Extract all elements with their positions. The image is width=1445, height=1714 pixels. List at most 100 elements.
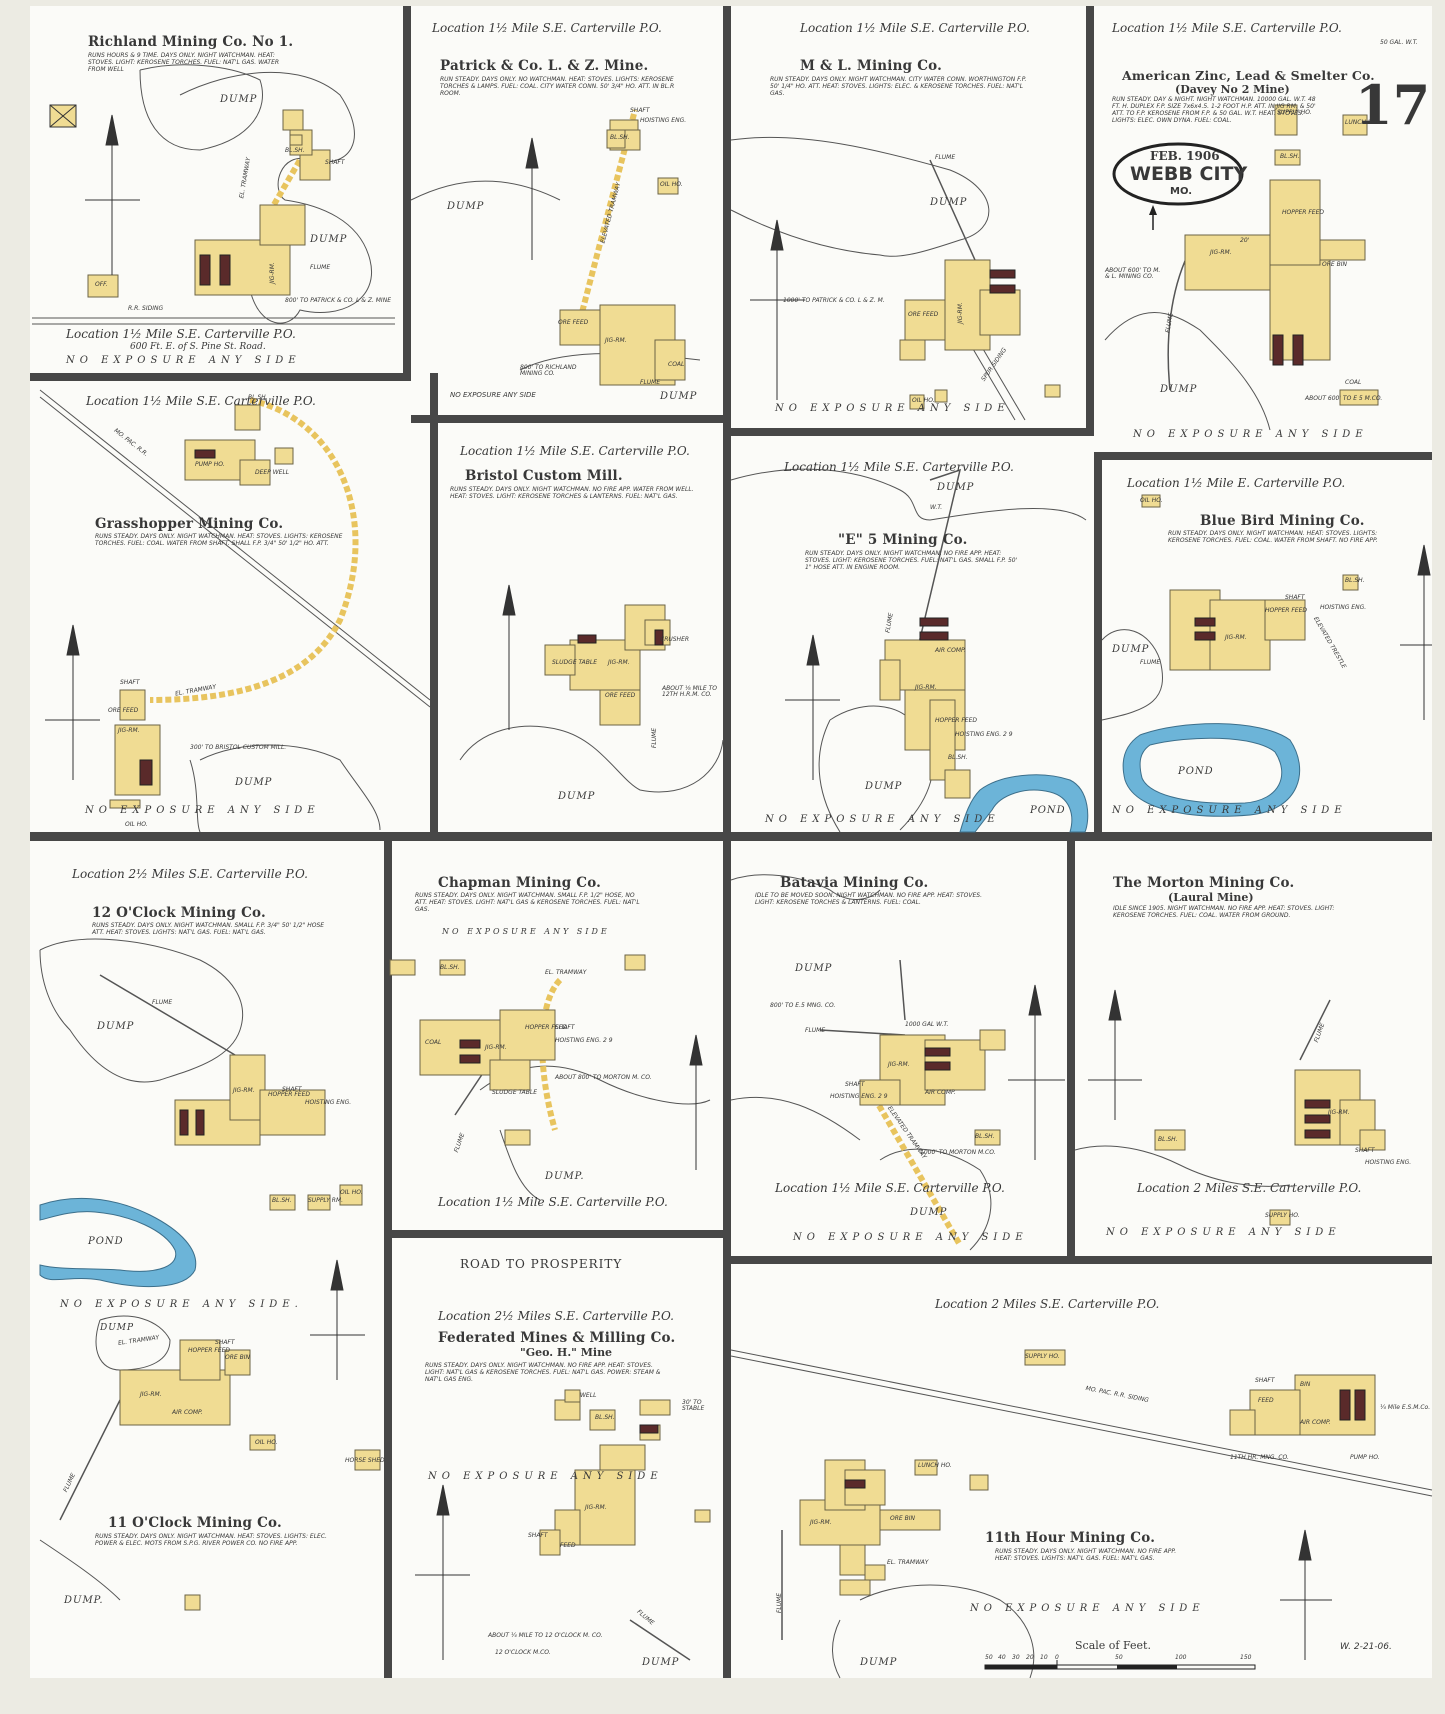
- map-label: FLUME: [935, 154, 956, 161]
- map-label: POND: [1030, 805, 1066, 816]
- panel-notes: RUNS STEADY. DAYS ONLY. NIGHT WATCHMAN. …: [95, 1533, 327, 1547]
- map-label: SHAFT: [1355, 1147, 1375, 1154]
- north-arrow-icon: [310, 1259, 365, 1380]
- map-label: SUPPLY HO.: [1265, 1212, 1300, 1219]
- panel-subtitle: (Davey No 2 Mine): [1175, 83, 1290, 96]
- map-label: DUMP: [447, 201, 485, 212]
- map-label: 800' TO RICHLAND MINING CO.: [520, 364, 577, 377]
- map-label: SHAFT: [845, 1081, 865, 1088]
- map-label: ORE BIN: [1322, 261, 1347, 268]
- panel-notes: RUN STEADY. DAYS ONLY. NIGHT WATCHMAN. N…: [805, 550, 1018, 571]
- map-label: AIR COMP.: [935, 647, 966, 654]
- boilers: [139, 254, 1366, 1489]
- map-label: DUMP: [1112, 644, 1150, 655]
- map-label: DUMP: [1160, 384, 1198, 395]
- panel-location: Location 1½ Mile S.E. Carterville P.O.: [432, 21, 662, 35]
- map-label: AIR COMP.: [1300, 1419, 1331, 1426]
- map-label: 1000' TO PATRICK & CO. L & Z. M.: [783, 297, 885, 304]
- north-arrow-icon: [1400, 544, 1432, 720]
- map-label: DUMP: [235, 777, 273, 788]
- scale-tick: 100: [1175, 1654, 1187, 1661]
- map-label: SHAFT: [1285, 594, 1305, 601]
- map-label: SHAFT: [555, 1024, 575, 1031]
- panel-location: Location 2½ Miles S.E. Carterville P.O.: [438, 1309, 674, 1323]
- map-label: SUPPLY HO.: [1025, 1353, 1060, 1360]
- map-label: ¼ Mile E.S.M.Co.: [1380, 1404, 1431, 1411]
- map-label: HOPPER FEED: [188, 1347, 230, 1354]
- map-label: BIN: [1300, 1381, 1311, 1388]
- panel-exposure: NO EXPOSURE ANY SIDE: [793, 1232, 1028, 1243]
- map-label: JIG-RM.: [888, 1061, 910, 1068]
- map-state: MO.: [1170, 186, 1193, 197]
- map-label: HOISTING ENG.: [1365, 1159, 1412, 1166]
- map-label: ORE FEED: [108, 707, 139, 714]
- map-label: FLUME: [152, 999, 173, 1006]
- map-label: DUMP: [937, 482, 975, 493]
- panel-notes: RUNS STEADY. DAYS ONLY. NIGHT WATCHMAN. …: [415, 892, 640, 913]
- map-label: HORSE SHED: [345, 1457, 385, 1464]
- map-label: OIL HO.: [340, 1189, 363, 1196]
- map-label: DUMP: [860, 1657, 898, 1668]
- map-label: HOISTING ENG.: [640, 117, 687, 124]
- map-label: SLUDGE TABLE: [492, 1089, 537, 1096]
- panel-exposure: NO EXPOSURE ANY SIDE: [450, 391, 536, 399]
- panel-notes: RUNS STEADY. DAYS ONLY. NIGHT WATCHMAN. …: [92, 922, 325, 936]
- map-label: HOPPER FEED: [268, 1091, 310, 1098]
- scale-tick: 50: [1115, 1654, 1123, 1661]
- map-label: 30' TO STABLE: [682, 1399, 705, 1412]
- north-arrow-icon: [415, 1484, 470, 1660]
- map-label: DUMP: [660, 391, 698, 402]
- map-label: ORE FEED: [558, 319, 589, 326]
- map-label: DUMP: [310, 234, 348, 245]
- map-label: BL.SH.: [248, 394, 268, 401]
- map-label: OIL HO.: [660, 181, 683, 188]
- map-label: JIG-RM.: [140, 1391, 162, 1398]
- map-label: DUMP: [795, 963, 833, 974]
- panel-location: Location 1½ Mile S.E. Carterville P.O.: [775, 1181, 1005, 1195]
- panel-title: Batavia Mining Co.: [780, 875, 929, 891]
- map-label: JIG-RM.: [1210, 249, 1232, 256]
- map-label: FLUME: [805, 1027, 826, 1034]
- panel-location: Location 1½ Mile S.E. Carterville P.O.: [438, 1195, 668, 1209]
- map-label: SUPPLY RM.: [308, 1197, 344, 1204]
- map-label: ABOUT ¼ MILE TO 12 O'CLOCK M. CO.: [488, 1632, 603, 1639]
- map-label: DUMP: [100, 1323, 135, 1333]
- panel-title: Bristol Custom Mill.: [465, 468, 623, 484]
- panel-exposure: NO EXPOSURE ANY SIDE: [775, 403, 1010, 414]
- map-label: OIL HO.: [255, 1439, 278, 1446]
- map-label: JIG-RM.: [608, 659, 630, 666]
- panel-title: Patrick & Co. L. & Z. Mine.: [440, 58, 649, 74]
- map-label: SUPPLY HO.: [1277, 109, 1312, 116]
- map-label: JIG-RM.: [956, 302, 964, 324]
- map-label: AIR COMP.: [172, 1409, 203, 1416]
- panel-notes: RUN STEADY. DAY & NIGHT. NIGHT WATCHMAN.…: [1112, 96, 1316, 124]
- map-label: SHAFT: [282, 1086, 302, 1093]
- map-label: BL.SH.: [440, 964, 460, 971]
- map-label: HOPPER FEED: [935, 717, 977, 724]
- ponds: [39, 723, 1301, 1287]
- panel-exposure: NO EXPOSURE ANY SIDE.: [60, 1299, 303, 1310]
- panel-notes: IDLE SINCE 1905. NIGHT WATCHMAN. NO FIRE…: [1113, 905, 1335, 919]
- map-label: OFF.: [95, 281, 108, 288]
- map-label: COAL: [1345, 379, 1362, 386]
- panel-notes: RUNS STEADY. DAYS ONLY. NIGHT WATCHMAN. …: [450, 486, 694, 500]
- panel-location: Location 1½ Mile S.E. Carterville P.O.: [784, 460, 1014, 474]
- panel-exposure: NO EXPOSURE ANY SIDE: [1106, 1227, 1341, 1238]
- map-label: SHAFT: [528, 1532, 548, 1539]
- panel-location: Location 1½ Mile S.E. Carterville P.O.: [460, 444, 690, 458]
- panel-notes: RUNS STEADY. DAYS ONLY. NIGHT WATCHMAN. …: [425, 1362, 661, 1383]
- map-label: DUMP: [97, 1021, 135, 1032]
- scale-tick: 30: [1012, 1654, 1020, 1661]
- map-label: R.R. SIDING: [128, 305, 164, 312]
- map-label: W.T.: [930, 504, 943, 511]
- map-label: HOPPER FEED: [1282, 209, 1324, 216]
- north-arrow-icon: [1008, 984, 1065, 1160]
- map-label: JIG-RM.: [1225, 634, 1247, 641]
- panel-extra: 600 Ft. E. of S. Pine St. Road.: [130, 342, 266, 352]
- map-label: BL.SH.: [1345, 577, 1365, 584]
- map-label: SHAFT: [215, 1339, 235, 1346]
- map-label: 800' TO PATRICK & CO. L & Z. MINE: [285, 297, 391, 304]
- north-arrow-icon: [689, 1034, 703, 1170]
- map-label: ORE BIN: [225, 1354, 250, 1361]
